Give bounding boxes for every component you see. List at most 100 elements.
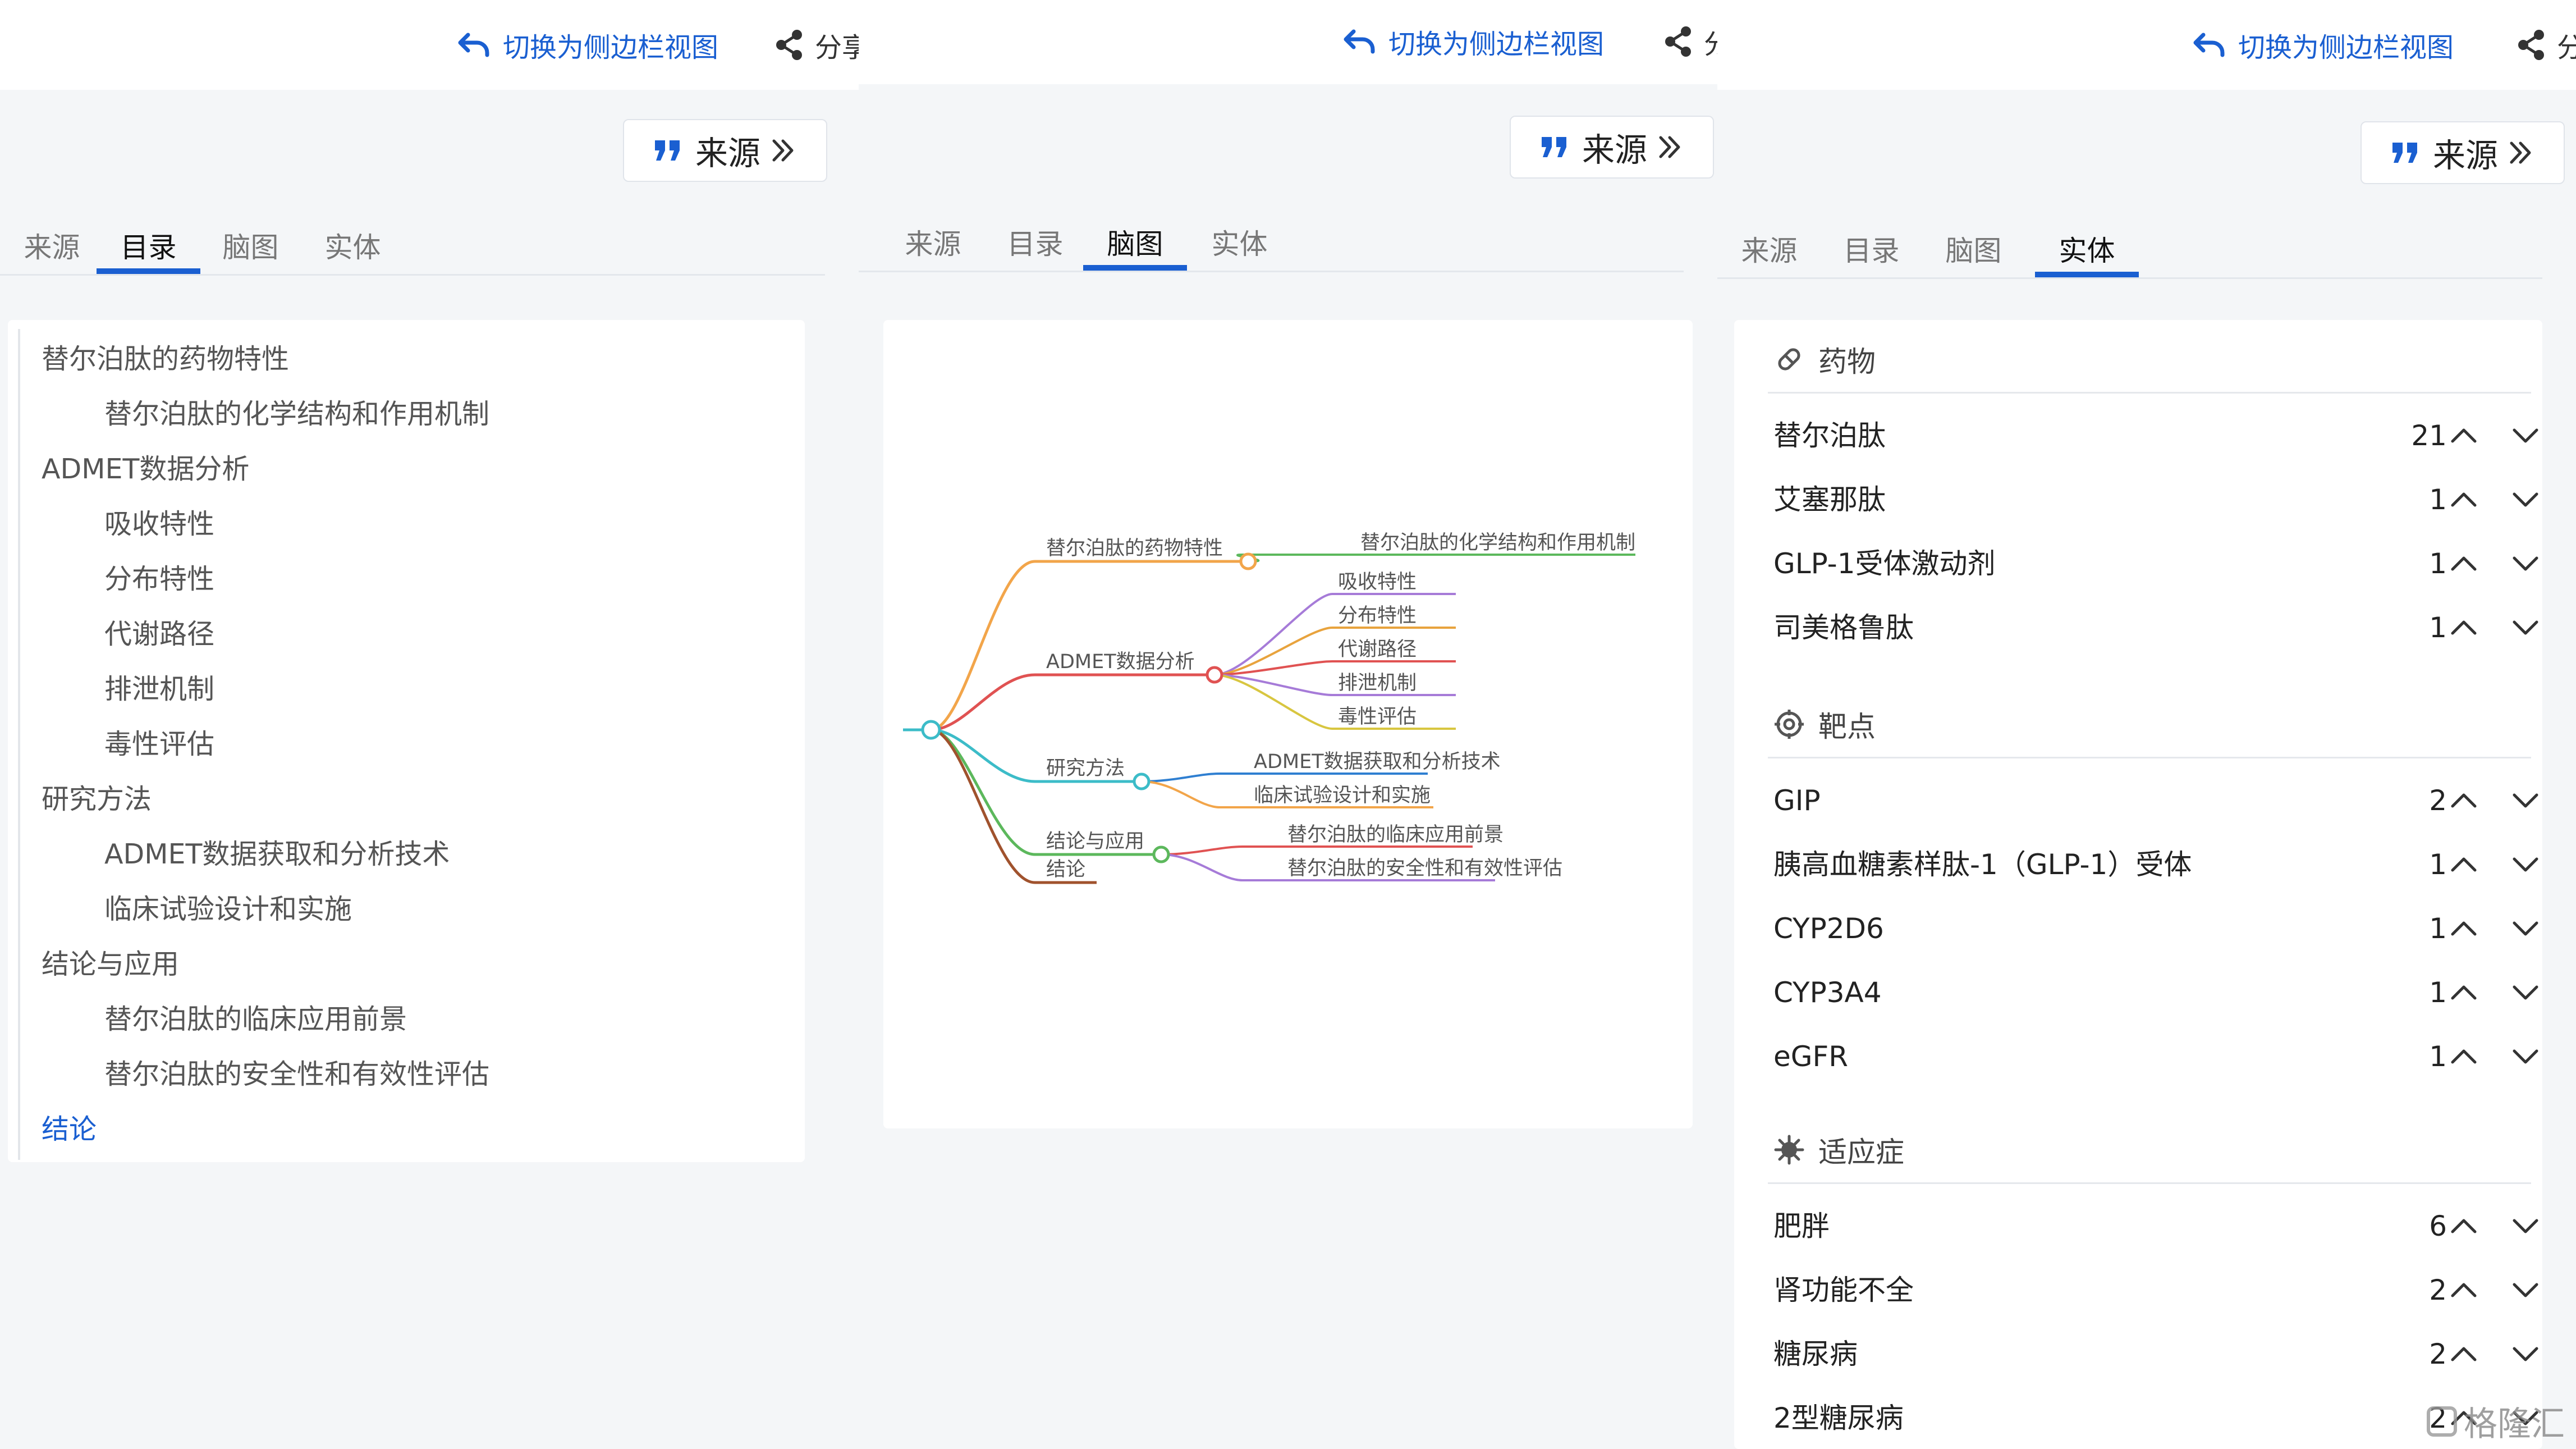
entity-count: 1 [2429,611,2447,644]
chevron-down-icon[interactable] [2509,488,2542,511]
chevron-up-icon[interactable] [2447,917,2481,940]
mindmap-branch-label[interactable]: 结论与应用 [1046,830,1144,853]
toc-item[interactable]: 结论 [42,1113,97,1145]
mindmap-child-label[interactable]: 毒性评估 [1338,706,1417,728]
chevron-down-icon[interactable] [2509,1407,2542,1429]
tab-entity[interactable]: 实体 [2035,227,2139,277]
tab-entity[interactable]: 实体 [1211,228,1268,260]
switch-sidebar-view-link[interactable]: 切换为侧边栏视图 [457,22,718,67]
mindmap-child-label[interactable]: 替尔泊肽的安全性和有效性评估 [1287,857,1562,880]
tab-mindmap[interactable]: 脑图 [1945,235,2002,267]
source-button[interactable]: 来源 [1510,116,1714,179]
top-bar: 切换为侧边栏视图 分享 [1717,0,2576,90]
chevron-up-icon[interactable] [2447,1215,2481,1237]
chevron-down-icon[interactable] [2509,1279,2542,1301]
mindmap-child-label[interactable]: ADMET数据获取和分析技术 [1254,751,1501,773]
mindmap-canvas[interactable]: 替尔泊肽的药物特性 替尔泊肽的化学结构和作用机制 ADMET数据分析 吸收特性分布特性… [883,320,1693,1128]
source-button[interactable]: 来源 [623,119,827,182]
chevron-up-icon[interactable] [2447,853,2481,876]
chevron-up-icon[interactable] [2447,616,2481,639]
tab-bar: 来源 目录 脑图 实体 [0,223,825,276]
switch-label: 切换为侧边栏视图 [1388,29,1605,60]
mindmap-branch-label[interactable]: 结论 [1046,858,1085,881]
chevron-down-icon[interactable] [2509,853,2542,876]
mindmap-child-label[interactable]: 排泄机制 [1338,672,1417,694]
chevron-up-icon[interactable] [2447,1343,2481,1365]
tab-mindmap[interactable]: 脑图 [222,231,279,264]
tab-toc[interactable]: 目录 [1843,235,1900,267]
toc-item[interactable]: 吸收特性 [104,508,215,540]
chevron-down-icon[interactable] [2509,424,2542,447]
mindmap-child-label[interactable]: 代谢路径 [1338,638,1417,661]
switch-sidebar-view-link[interactable]: 切换为侧边栏视图 [1342,19,1604,64]
chevron-up-icon[interactable] [2447,1279,2481,1301]
mindmap-branch-label[interactable]: 替尔泊肽的药物特性 [1046,537,1223,560]
toc-item[interactable]: ADMET数据获取和分析技术 [104,838,450,870]
toc-item[interactable]: 代谢路径 [104,618,215,650]
chevron-down-icon[interactable] [2509,1343,2542,1365]
chevron-up-icon[interactable] [2447,424,2481,447]
mindmap-child-label[interactable]: 分布特性 [1338,605,1417,627]
toc-item[interactable]: 分布特性 [104,563,215,595]
tab-entity[interactable]: 实体 [324,231,381,264]
toc-item[interactable]: 结论与应用 [42,948,180,980]
mindmap-collapse-node[interactable] [1239,552,1257,570]
toc-item[interactable]: 排泄机制 [104,673,215,705]
tab-toc[interactable]: 目录 [1007,228,1064,260]
tab-source[interactable]: 来源 [1741,235,1798,267]
chevron-down-icon[interactable] [2509,552,2542,575]
toc-item[interactable]: 替尔泊肽的安全性和有效性评估 [104,1058,490,1090]
tab-source[interactable]: 来源 [905,228,961,260]
chevron-up-icon[interactable] [2447,789,2481,812]
chevron-down-icon[interactable] [2509,1045,2542,1068]
toc-item[interactable]: 毒性评估 [104,728,215,760]
tab-source[interactable]: 来源 [24,231,80,264]
chevron-up-icon[interactable] [2447,981,2481,1004]
mindmap-child-label[interactable]: 临床试验设计和实施 [1254,784,1431,807]
mindmap-branch-link [931,728,1142,783]
chevron-up-icon[interactable] [2447,1045,2481,1068]
mindmap-collapse-node[interactable] [1152,845,1170,863]
tab-mindmap[interactable]: 脑图 [1083,220,1187,271]
switch-sidebar-view-link[interactable]: 切换为侧边栏视图 [2192,22,2454,67]
mindmap-child-label[interactable]: 替尔泊肽的化学结构和作用机制 [1360,532,1635,554]
tab-toc[interactable]: 目录 [97,223,200,274]
toc-item[interactable]: 研究方法 [42,783,152,815]
chevron-up-icon[interactable] [2447,488,2481,511]
share-button[interactable]: 分享 [2514,22,2576,67]
source-button[interactable]: 来源 [2360,121,2565,184]
toc-item[interactable]: 替尔泊肽的化学结构和作用机制 [104,398,490,430]
share-button[interactable]: 分享 [772,22,859,67]
chevron-down-icon[interactable] [2509,981,2542,1004]
mindmap-branch-label[interactable]: 研究方法 [1046,757,1125,780]
chevron-down-icon[interactable] [2509,616,2542,639]
chevron-down-icon[interactable] [2509,789,2542,812]
toc-item[interactable]: 替尔泊肽的临床应用前景 [104,1003,407,1035]
chevron-down-icon[interactable] [2509,917,2542,940]
mindmap-branch-label[interactable]: ADMET数据分析 [1046,651,1195,673]
mindmap-child-label[interactable]: 替尔泊肽的临床应用前景 [1287,824,1504,846]
mindmap-collapse-node[interactable] [1206,666,1223,684]
toc-item[interactable]: 替尔泊肽的药物特性 [42,343,290,375]
mindmap-collapse-node[interactable] [1133,773,1151,790]
mindmap-root-node[interactable] [921,720,941,740]
toc-item[interactable]: 临床试验设计和实施 [104,893,352,925]
toc-item[interactable]: ADMET数据分析 [42,453,250,485]
chevron-down-icon[interactable] [2509,1215,2542,1237]
share-button[interactable]: 分享 [1661,19,1717,64]
chevron-up-icon[interactable] [2447,552,2481,575]
mindmap-child-label[interactable]: 吸收特性 [1338,571,1417,593]
